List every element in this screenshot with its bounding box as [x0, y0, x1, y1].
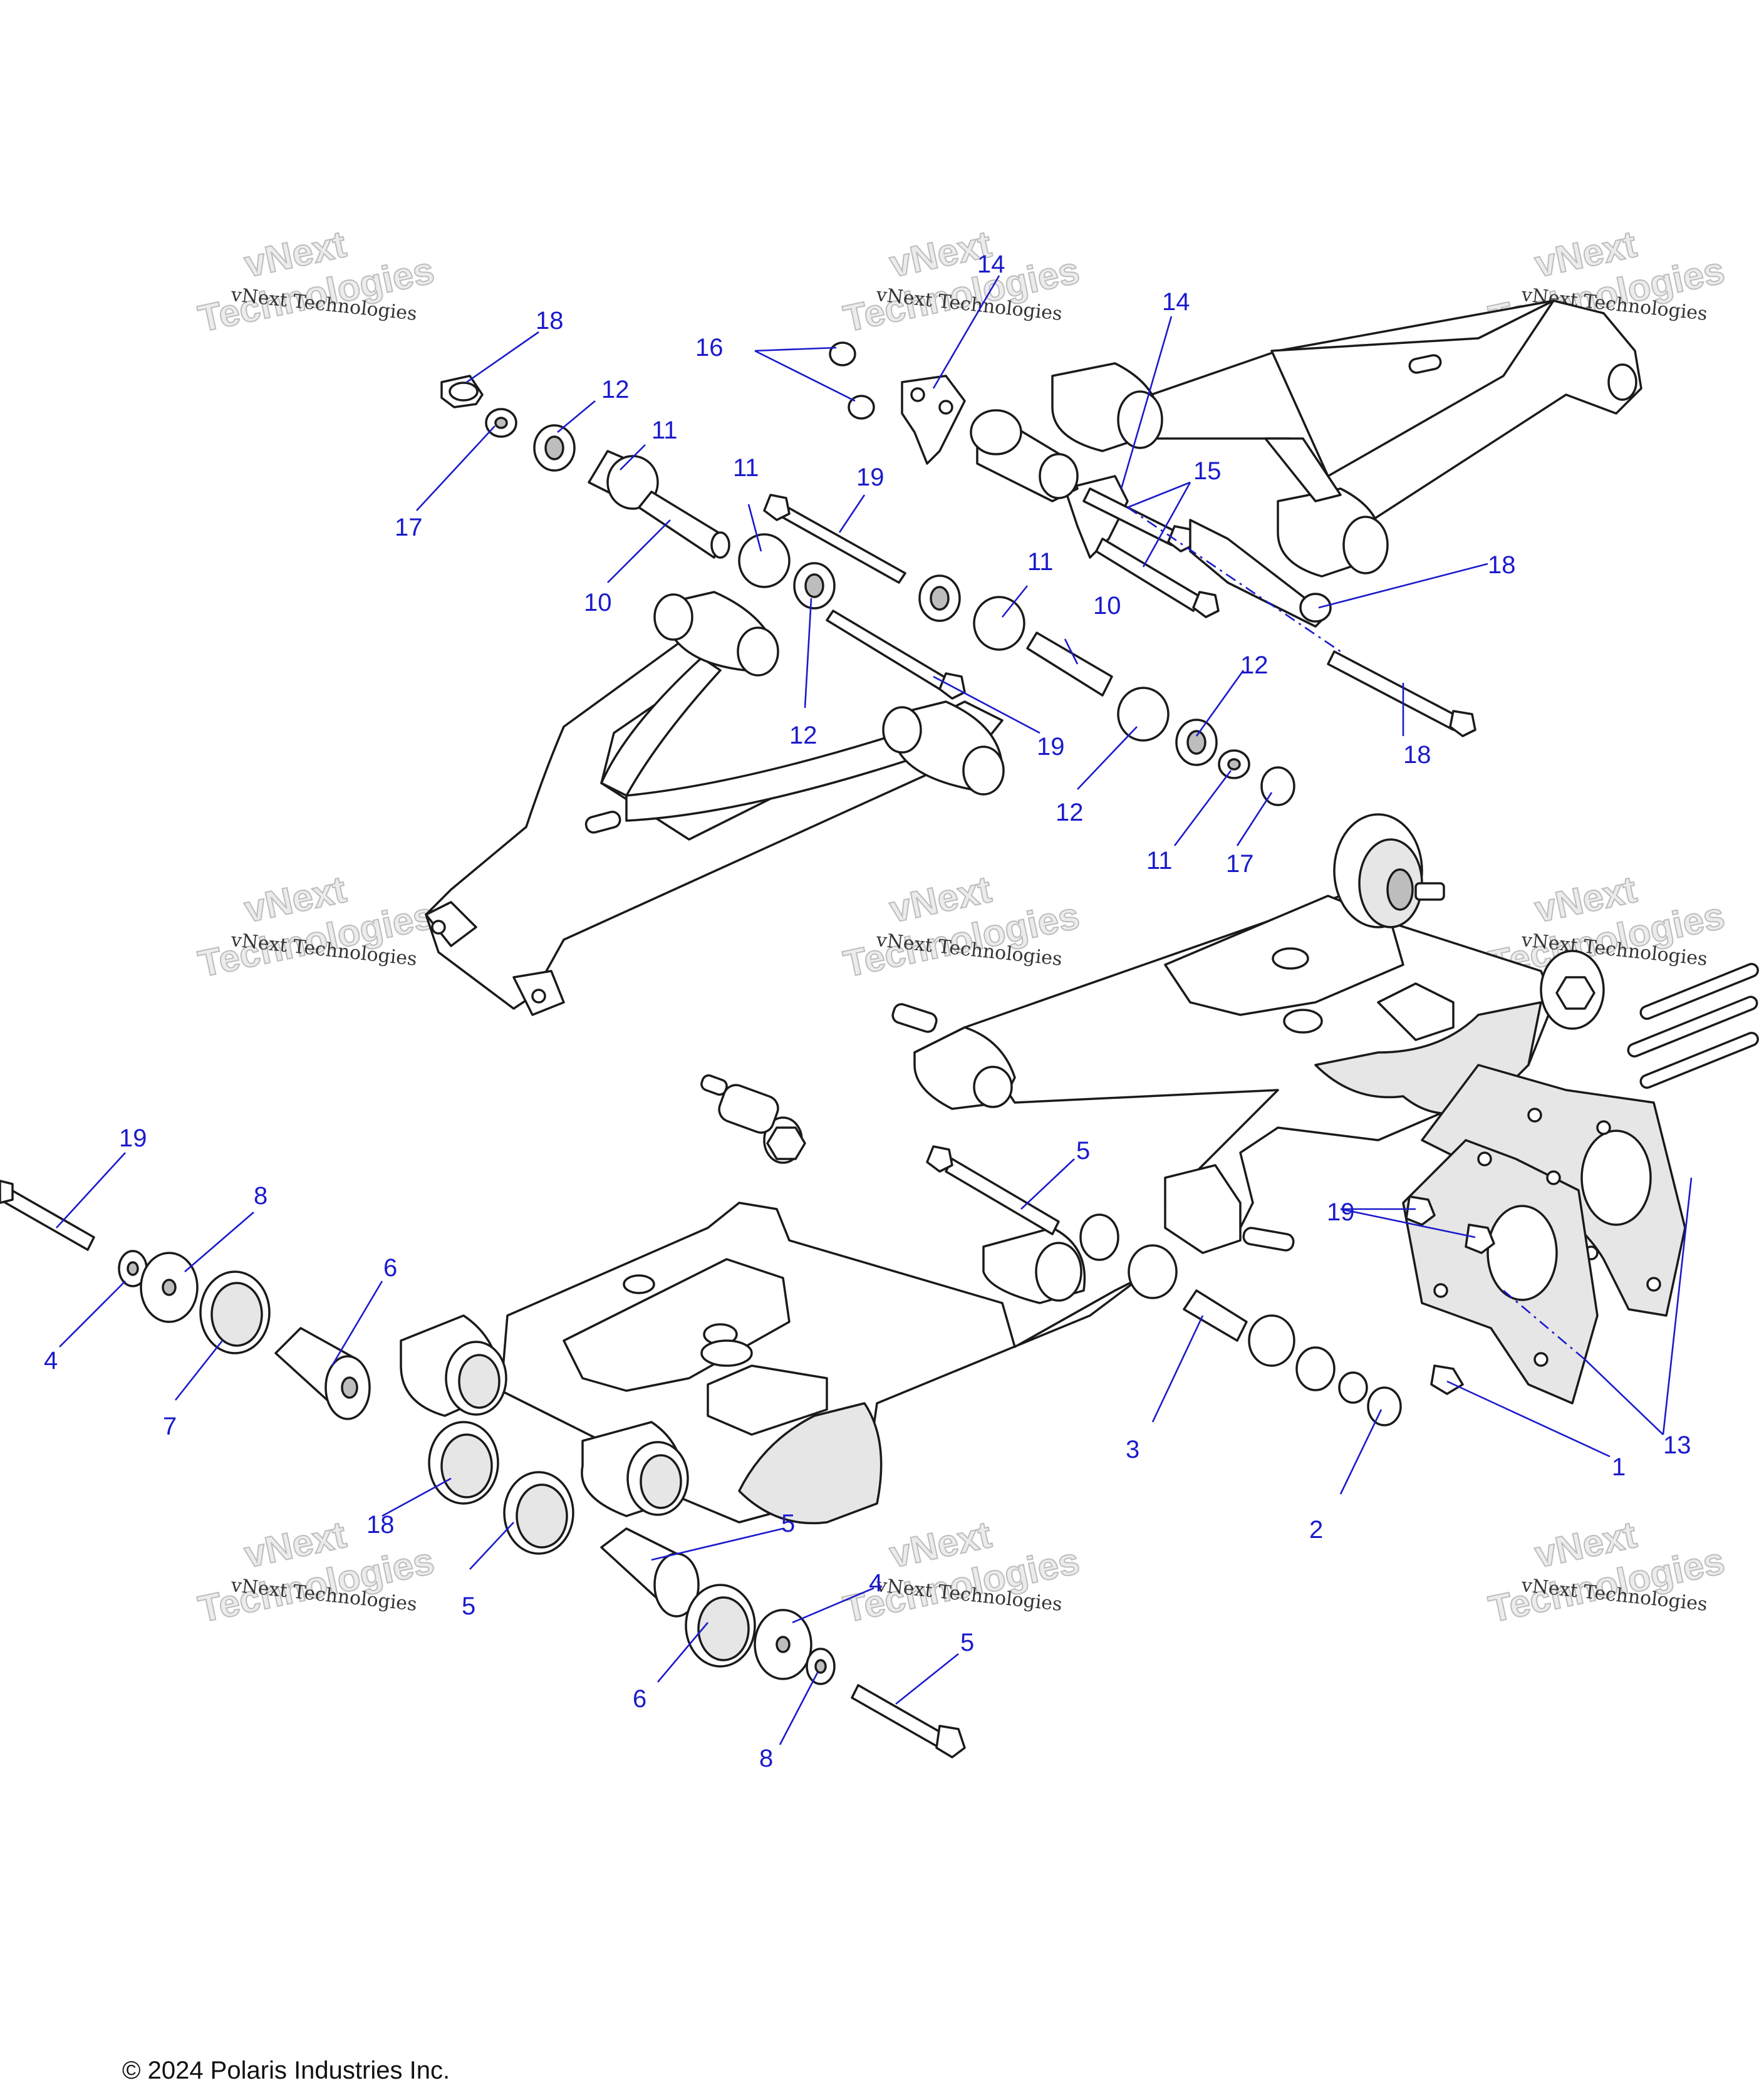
callout-7: 8	[759, 1745, 773, 1772]
sleeve-13	[1183, 1289, 1248, 1342]
trailing-arm-lower-left	[400, 1074, 1141, 1525]
mount-brackets	[1402, 963, 1759, 1405]
callout-18: 18	[1488, 551, 1516, 579]
nut-16a	[829, 341, 856, 366]
bushing-13-stack	[1079, 1213, 1119, 1261]
callout-6: 4	[869, 1569, 883, 1597]
upper-a-arm-left	[425, 591, 1005, 1016]
bolt-2	[1430, 1364, 1464, 1395]
callout-5: 7	[163, 1413, 177, 1440]
bushing-11d	[1117, 687, 1170, 742]
copyright-notice: © 2024 Polaris Industries Inc.	[122, 2057, 450, 2084]
nut-3b	[1465, 1223, 1495, 1254]
plate-14b	[1064, 475, 1129, 559]
callout-1: 13	[1663, 1431, 1691, 1459]
plate-14a	[901, 375, 966, 465]
bolt-19a	[769, 500, 906, 584]
callout-19: 19	[856, 464, 885, 491]
leader-lines	[56, 275, 1693, 1745]
callout-19: 18	[1403, 741, 1431, 769]
bolt-8a	[0, 1186, 95, 1251]
bushing-11c	[973, 596, 1025, 651]
callout-13: 3	[1126, 1436, 1139, 1463]
callout-5: 18	[366, 1511, 395, 1539]
bolt-15b	[1095, 538, 1204, 612]
sleeve-10b	[1026, 631, 1113, 697]
callout-19: 19	[1037, 733, 1065, 761]
hardware	[0, 341, 1495, 1758]
bolt-19b	[826, 610, 950, 690]
nut-3a	[1405, 1195, 1436, 1226]
callout-18: 18	[536, 307, 564, 335]
callout-2: 1	[1612, 1453, 1626, 1481]
callout-16: 16	[695, 334, 724, 361]
callout-11: 11	[1027, 548, 1054, 576]
callout-10: 10	[584, 589, 612, 616]
callout-19: 5	[1076, 1137, 1090, 1165]
callout-17: 17	[395, 514, 423, 541]
callout-4: 5	[781, 1510, 795, 1537]
callout-18: 17	[1226, 850, 1254, 878]
callout-8: 19	[119, 1125, 147, 1152]
callout-11: 12	[1056, 799, 1084, 826]
callout-4: 6	[383, 1254, 397, 1282]
callout-14: 14	[1162, 288, 1190, 316]
callout-labels: 18 17 12 11 10 11 19 12 16 14 14 15 18 1…	[44, 251, 1691, 1772]
callout-3: 19	[1327, 1198, 1355, 1226]
parts	[0, 299, 1759, 1758]
callout-5: 5	[462, 1592, 475, 1620]
callout-8: 5	[960, 1629, 974, 1656]
bolt-19c	[1327, 650, 1461, 731]
callout-11: 11	[733, 454, 759, 482]
callout-18: 2	[1309, 1516, 1323, 1544]
callout-6: 8	[254, 1182, 267, 1210]
callout-12: 12	[601, 376, 630, 403]
callout-15: 15	[1193, 457, 1222, 485]
callout-17: 11	[1146, 847, 1173, 875]
nut-18d	[1367, 1386, 1402, 1426]
bolt-8b	[851, 1684, 947, 1749]
callout-12: 12	[1240, 652, 1269, 679]
callout-14: 14	[977, 251, 1005, 278]
bushing-11b	[738, 533, 791, 588]
callout-11: 11	[651, 417, 678, 444]
nut-16b	[848, 395, 875, 420]
bolt-19d	[945, 1158, 1060, 1235]
callout-5: 6	[633, 1685, 646, 1713]
callout-7: 4	[44, 1347, 58, 1374]
upper-a-arm-right	[1051, 299, 1642, 578]
callout-10: 10	[1093, 592, 1121, 620]
callout-12: 12	[789, 722, 817, 749]
